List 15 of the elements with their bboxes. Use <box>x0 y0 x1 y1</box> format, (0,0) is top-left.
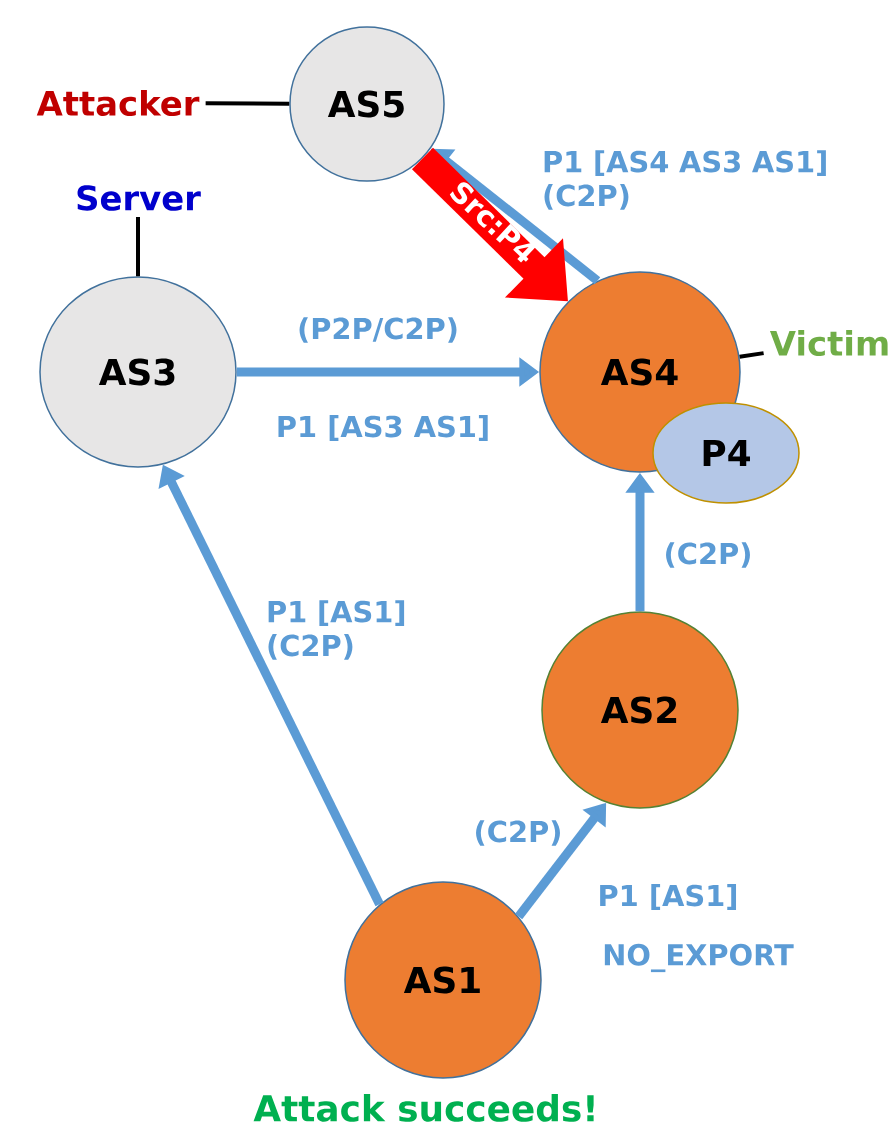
role-label: Server <box>77 185 201 211</box>
edge-label: (P2P/C2P) <box>299 317 457 343</box>
connector-line <box>205 101 290 106</box>
edge-label: P1 [AS1] (C2P) <box>268 600 405 660</box>
edge-label: P1 [AS4 AS3 AS1] (C2P) <box>544 150 826 210</box>
text-label: P1 [AS3 AS1] <box>278 415 488 441</box>
edge-label: (C2P) <box>666 542 750 568</box>
result-text: Attack succeeds! <box>253 1094 594 1122</box>
role-label: Attacker <box>36 89 200 117</box>
role-label: Victim <box>769 329 888 357</box>
edge-label: (C2P) <box>476 820 560 846</box>
connector-line <box>739 351 764 359</box>
connector-line <box>136 217 140 277</box>
text-label: NO_EXPORT <box>604 943 794 973</box>
text-label: P1 [AS1] <box>600 884 736 910</box>
